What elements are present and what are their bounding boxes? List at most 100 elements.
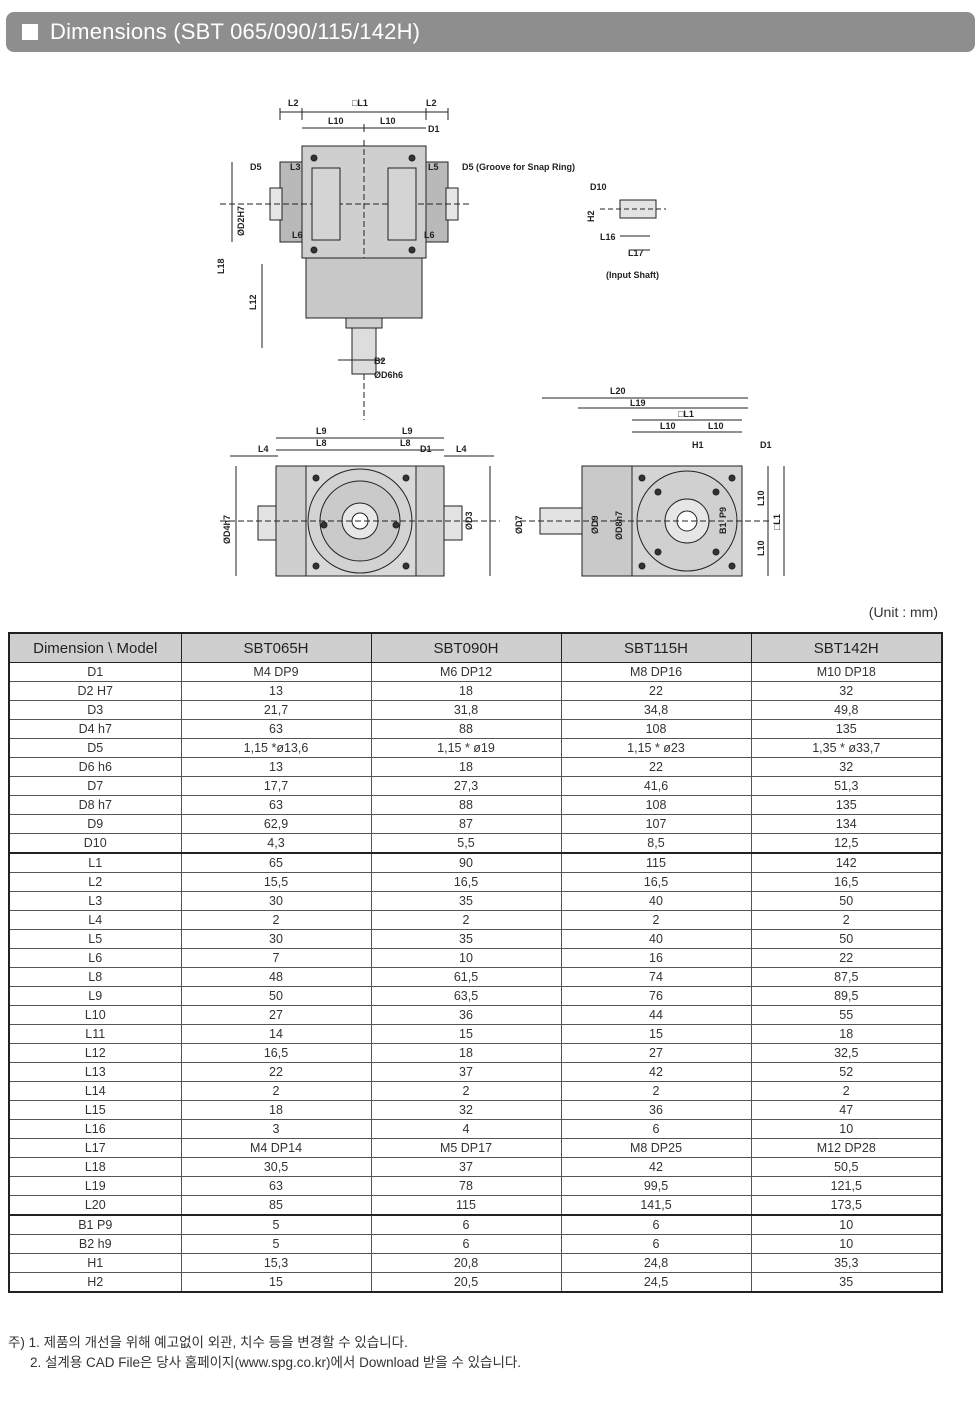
value-cell: 40 [560, 929, 752, 949]
value-cell: 74 [560, 967, 752, 987]
svg-text:D10: D10 [590, 182, 607, 192]
value-cell: 6 [370, 1234, 562, 1254]
value-cell: 5,5 [370, 833, 562, 854]
value-cell: M8 DP16 [560, 662, 752, 682]
value-cell: M8 DP25 [560, 1138, 752, 1158]
front-view [220, 437, 500, 577]
dimension-label-cell: B1 P9 [8, 1214, 182, 1235]
svg-text:L8: L8 [400, 438, 411, 448]
value-cell: 32 [370, 1100, 562, 1120]
dimension-label-cell: D7 [8, 776, 182, 796]
value-cell: 27 [180, 1005, 372, 1025]
svg-text:ØD9: ØD9 [590, 515, 600, 534]
value-cell: 3 [180, 1119, 372, 1139]
value-cell: 88 [370, 719, 562, 739]
value-cell: 1,15 *ø13,6 [180, 738, 372, 758]
svg-text:L5: L5 [428, 162, 439, 172]
value-cell: 135 [750, 795, 943, 815]
value-cell: 61,5 [370, 967, 562, 987]
value-cell: 85 [180, 1195, 372, 1216]
value-cell: 2 [370, 1081, 562, 1101]
dimension-label-cell: L8 [8, 967, 182, 987]
value-cell: M4 DP14 [180, 1138, 372, 1158]
dimension-label-cell: L5 [8, 929, 182, 949]
value-cell: 27 [560, 1043, 752, 1063]
value-cell: 2 [180, 1081, 372, 1101]
square-bullet-icon [22, 24, 38, 40]
value-cell: 78 [370, 1176, 562, 1196]
value-cell: 141,5 [560, 1195, 752, 1216]
value-cell: 22 [750, 948, 943, 968]
value-cell: 35,3 [750, 1253, 943, 1273]
value-cell: 15,5 [180, 872, 372, 892]
value-cell: 15 [180, 1272, 372, 1293]
header-dimension-model: Dimension \ Model [8, 632, 182, 663]
value-cell: 32 [750, 757, 943, 777]
value-cell: 50,5 [750, 1157, 943, 1177]
svg-text:L4: L4 [456, 444, 467, 454]
value-cell: 62,9 [180, 814, 372, 834]
value-cell: 108 [560, 795, 752, 815]
dimension-label-cell: L10 [8, 1005, 182, 1025]
note-2: 2. 설계용 CAD File은 당사 홈페이지(www.spg.co.kr)에… [30, 1355, 522, 1370]
svg-text:H1: H1 [692, 440, 704, 450]
svg-text:ØD3: ØD3 [464, 511, 474, 530]
value-cell: 5 [180, 1214, 372, 1235]
svg-text:L10: L10 [380, 116, 396, 126]
svg-text:H2: H2 [586, 210, 596, 222]
svg-text:ØD2H7: ØD2H7 [236, 206, 246, 236]
value-cell: 30 [180, 891, 372, 911]
value-cell: 6 [370, 1214, 562, 1235]
value-cell: 8,5 [560, 833, 752, 854]
svg-text:□L1: □L1 [678, 409, 694, 419]
value-cell: 42 [560, 1062, 752, 1082]
value-cell: 6 [560, 1119, 752, 1139]
svg-text:L16: L16 [600, 232, 616, 242]
value-cell: 142 [750, 852, 943, 873]
value-cell: 51,3 [750, 776, 943, 796]
value-cell: 63 [180, 719, 372, 739]
svg-text:D5 (Groove for Snap Ring): D5 (Groove for Snap Ring) [462, 162, 575, 172]
value-cell: 16,5 [560, 872, 752, 892]
value-cell: 1,15 * ø19 [370, 738, 562, 758]
value-cell: 20,8 [370, 1253, 562, 1273]
svg-text:L10: L10 [328, 116, 344, 126]
value-cell: 1,35 * ø33,7 [750, 738, 943, 758]
value-cell: 90 [370, 852, 562, 873]
dimension-label-cell: L6 [8, 948, 182, 968]
dimension-label-cell: H2 [8, 1272, 182, 1293]
input-shaft-detail [600, 199, 666, 251]
dimension-label-cell: D5 [8, 738, 182, 758]
value-cell: M5 DP17 [370, 1138, 562, 1158]
side-view [520, 397, 785, 577]
value-cell: 18 [370, 1043, 562, 1063]
svg-text:ØD6h6: ØD6h6 [374, 370, 403, 380]
dimension-table: Dimension \ Model SBT065H SBT090H SBT115… [8, 632, 943, 1293]
value-cell: 88 [370, 795, 562, 815]
dimension-label-cell: D4 h7 [8, 719, 182, 739]
dimension-label-cell: L13 [8, 1062, 182, 1082]
value-cell: 21,7 [180, 700, 372, 720]
value-cell: 15 [560, 1024, 752, 1044]
value-cell: 5 [180, 1234, 372, 1254]
value-cell: 34,8 [560, 700, 752, 720]
value-cell: 108 [560, 719, 752, 739]
value-cell: 15 [370, 1024, 562, 1044]
dimension-label-cell: L19 [8, 1176, 182, 1196]
section-title: Dimensions (SBT 065/090/115/142H) [50, 19, 421, 44]
value-cell: 24,8 [560, 1253, 752, 1273]
value-cell: 55 [750, 1005, 943, 1025]
header-sbt090h: SBT090H [370, 632, 562, 663]
dimension-label-cell: H1 [8, 1253, 182, 1273]
value-cell: 36 [370, 1005, 562, 1025]
svg-text:L18: L18 [216, 258, 226, 274]
svg-text:D1: D1 [420, 444, 432, 454]
